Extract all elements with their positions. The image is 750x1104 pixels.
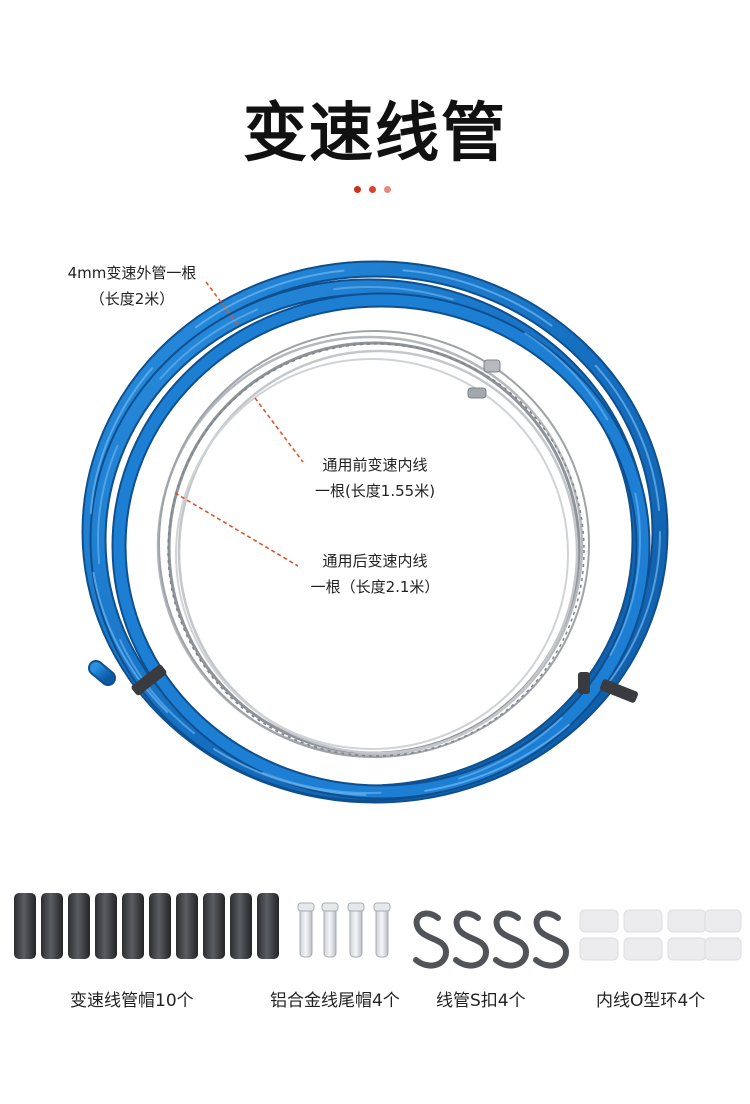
- o-ring: [579, 909, 619, 961]
- housing-cap: [68, 893, 90, 959]
- end-tips-group: [297, 902, 391, 958]
- callout-front-inner: 通用前变速内线 一根(长度1.55米): [285, 452, 465, 504]
- end-tip: [297, 902, 315, 958]
- accent-dots: [354, 186, 396, 196]
- callout-line: 一根（长度2.1米）: [310, 578, 440, 596]
- callout-leader-lines: [174, 281, 304, 567]
- end-tip: [373, 902, 391, 958]
- callout-rear-inner: 通用后变速内线 一根（长度2.1米）: [285, 548, 465, 600]
- callout-outer-housing: 4mm变速外管一根 （长度2米）: [32, 260, 232, 312]
- housing-cap: [230, 893, 252, 959]
- inner-steel-cables: [156, 330, 590, 758]
- accent-dot: [384, 186, 391, 193]
- accessory-caption-s-clips: 线管S扣4个: [436, 991, 526, 1011]
- page-title: 变速线管: [243, 97, 507, 171]
- o-rings-group: [579, 909, 742, 961]
- accessory-caption-end-tips: 铝合金线尾帽4个: [270, 991, 400, 1011]
- end-tip: [321, 902, 339, 958]
- s-clip: [413, 910, 450, 969]
- s-clip: [533, 910, 570, 969]
- s-clips-group: [413, 910, 570, 969]
- o-ring: [704, 909, 742, 961]
- s-clip: [493, 910, 530, 969]
- housing-cap: [203, 893, 225, 959]
- housing-cap: [41, 893, 63, 959]
- housing-cap: [257, 893, 279, 959]
- outer-housing-cable: [81, 260, 669, 804]
- end-tip: [347, 902, 365, 958]
- o-ring: [667, 909, 707, 961]
- s-clip: [453, 910, 490, 969]
- accent-dot: [369, 186, 376, 193]
- cable-end-nipples: [467, 359, 501, 399]
- accessory-caption-o-rings: 内线O型环4个: [596, 991, 706, 1011]
- callout-line: 一根(长度1.55米): [314, 482, 436, 500]
- callout-line: （长度2米）: [89, 290, 175, 308]
- housing-cap: [149, 893, 171, 959]
- housing-cap: [95, 893, 117, 959]
- accent-dot: [354, 186, 361, 193]
- callout-line: 通用后变速内线: [322, 552, 428, 570]
- housing-cap: [122, 893, 144, 959]
- accessory-caption-housing-caps: 变速线管帽10个: [70, 991, 194, 1011]
- housing-cap: [14, 893, 36, 959]
- callout-line: 4mm变速外管一根: [67, 264, 197, 282]
- housing-caps-group: [14, 893, 279, 959]
- o-ring: [623, 909, 663, 961]
- housing-cap: [176, 893, 198, 959]
- zip-ties: [131, 664, 638, 703]
- callout-line: 通用前变速内线: [322, 456, 428, 474]
